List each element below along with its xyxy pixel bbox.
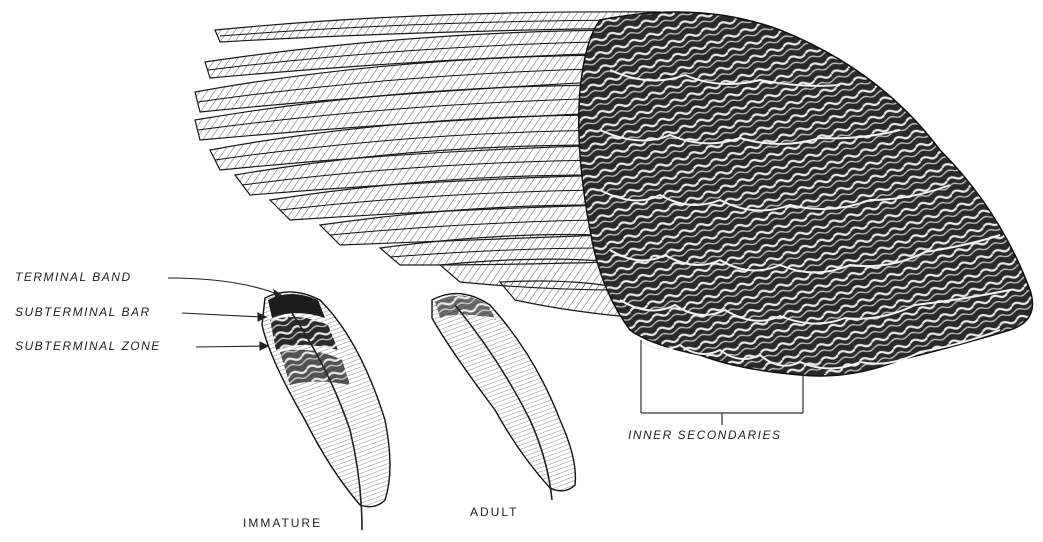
label-terminal-band: TERMINAL BAND [15,270,132,284]
immature-feather [262,292,390,530]
label-subterminal-zone: SUBTERMINAL ZONE [15,339,161,353]
label-adult: ADULT [470,505,518,519]
adult-feather [432,294,575,500]
wing-coverts [579,12,1033,376]
label-immature: IMMATURE [243,516,322,530]
label-inner-secondaries: INNER SECONDARIES [628,428,782,442]
label-subterminal-bar: SUBTERMINAL BAR [15,305,151,319]
